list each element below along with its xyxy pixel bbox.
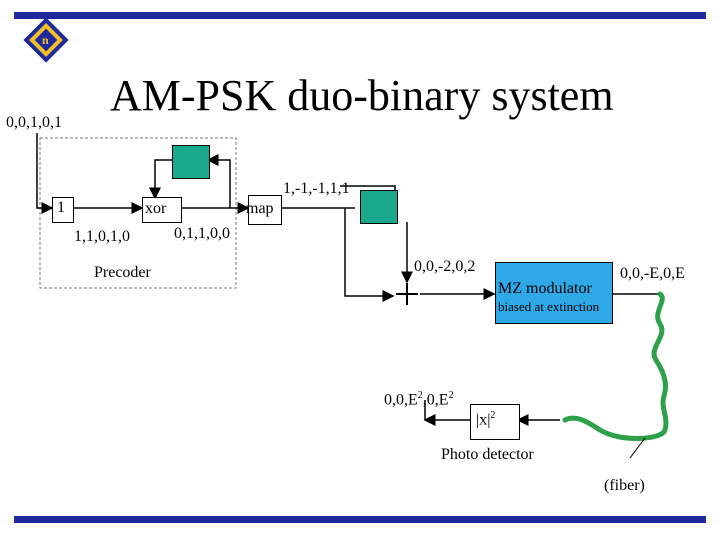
input-bits-label: 0,0,1,0,1 <box>6 114 62 131</box>
feedback-down <box>149 159 172 200</box>
fiber-path <box>562 291 669 441</box>
bottom-bar <box>14 516 706 523</box>
fiber-label: (fiber) <box>604 477 645 494</box>
branch-delay-block <box>360 190 398 224</box>
mz-modulator-label: MZ modulator <box>498 280 592 297</box>
photo-detector-label: Photo detector <box>441 446 534 463</box>
mz-output-label: 0,0,-E,0,E <box>620 265 685 282</box>
page-title: AM-PSK duo-binary system <box>110 71 614 120</box>
summing-junction-icon <box>396 283 418 305</box>
map-block <box>248 195 282 225</box>
abs-square-label: |x|2 <box>476 410 496 429</box>
mz-bias-label: biased at extinction <box>498 299 600 314</box>
sum-output-label: 0,0,-2,0,2 <box>414 258 476 275</box>
detector-output-label: 0,0,E2,0,E2 <box>384 390 454 409</box>
top-bar <box>14 12 706 19</box>
feedback-delay-block <box>172 145 210 179</box>
map-to-sum <box>344 208 395 302</box>
photo-detector-block <box>470 404 520 440</box>
precoder-label: Precoder <box>94 264 151 281</box>
precoder-output-label: 0,1,1,0,0 <box>174 225 230 242</box>
precoder-input-label: 1,1,0,1,0 <box>74 228 130 245</box>
feedback-up <box>206 154 231 208</box>
xor-block <box>142 197 182 223</box>
mz-modulator-block <box>495 262 613 324</box>
delay-label: 1 <box>57 199 65 216</box>
map-output-label: 1,-1,-1,1,1 <box>283 180 350 197</box>
delay-block <box>52 197 74 223</box>
fiber-pointer <box>629 437 646 459</box>
svg-text:n: n <box>42 33 49 47</box>
xor-label: xor <box>145 200 167 217</box>
input-line <box>36 133 54 214</box>
map-label: map <box>246 200 274 217</box>
precoder-boundary <box>39 137 237 289</box>
university-logo-icon: n <box>14 14 74 74</box>
